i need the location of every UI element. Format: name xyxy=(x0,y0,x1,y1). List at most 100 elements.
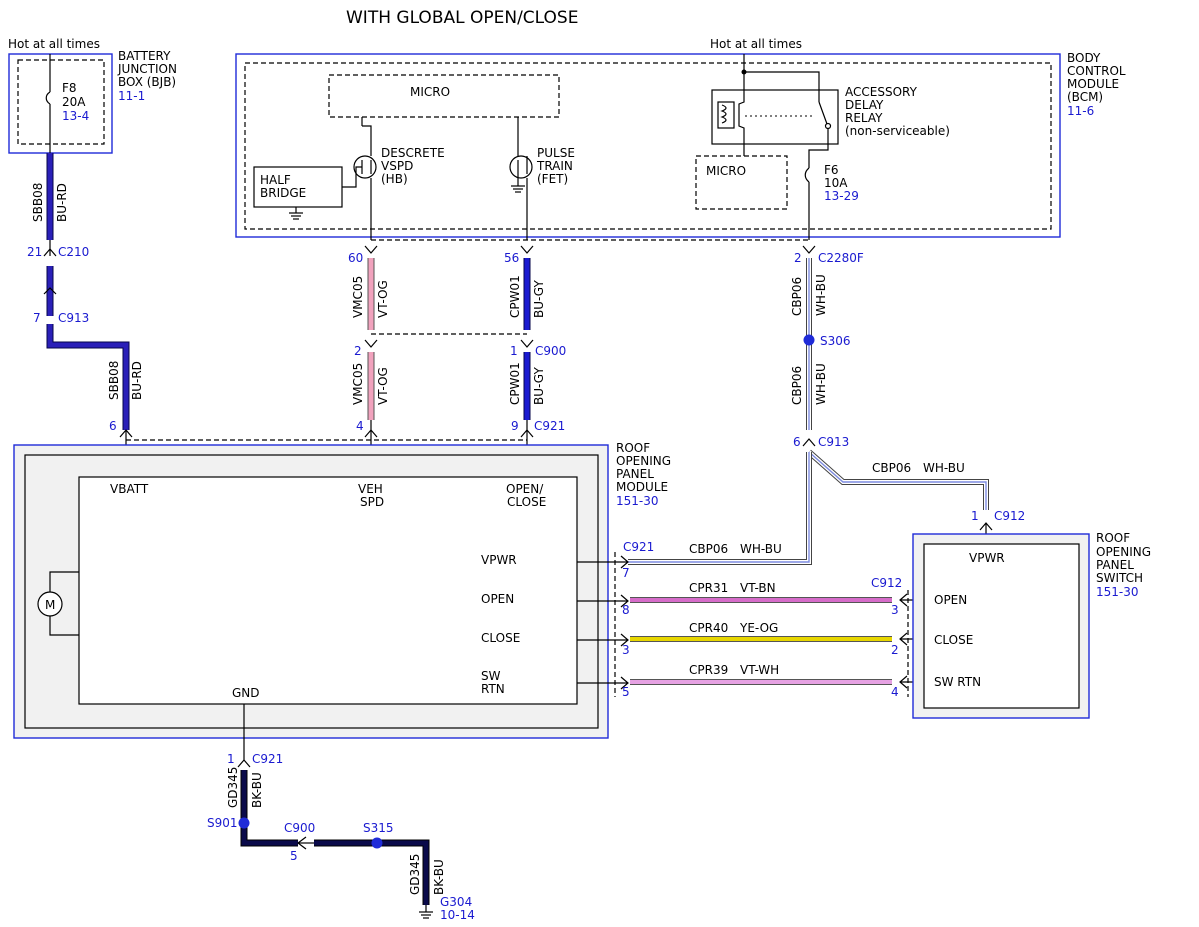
wire-cpr40-label: CPR40 xyxy=(689,621,728,635)
wire-gd345-label-a: GD345 xyxy=(226,767,240,808)
wire-cpr31-label: CPR31 xyxy=(689,581,728,595)
rops-vpwr: VPWR xyxy=(969,551,1005,565)
wire-bu-gy-label-b: BU-GY xyxy=(532,367,546,405)
bcm-micro-top xyxy=(328,74,560,118)
wire-wh-bu-label-a: WH-BU xyxy=(814,274,828,316)
pulse-label-2: TRAIN xyxy=(536,159,573,173)
c900-label: C900 xyxy=(535,344,566,358)
diagram-title: WITH GLOBAL OPEN/CLOSE xyxy=(346,8,578,28)
bjb-fuse-icon xyxy=(45,91,51,105)
bcm-box xyxy=(235,53,1061,238)
rop-ref: 151-30 xyxy=(616,494,659,508)
c913-b-pin: 6 xyxy=(793,435,801,449)
wire-cpr39-label: CPR39 xyxy=(689,663,728,677)
rops-name-1: ROOF xyxy=(1096,531,1130,545)
wire-sbb08-label-a: SBB08 xyxy=(31,183,45,222)
wire-cbp06-branch xyxy=(808,451,987,510)
relay-switch-icon xyxy=(818,101,828,125)
bjb-fuse-amps: 20A xyxy=(62,95,86,109)
descrete-label-1: DESCRETE xyxy=(381,146,445,160)
wire-wh-bu-label-c: WH-BU xyxy=(923,461,965,475)
wire-sbb08-label-b: SBB08 xyxy=(107,361,121,400)
relay-label-4: (non-serviceable) xyxy=(845,124,950,138)
rop-open: OPEN xyxy=(481,592,514,606)
c921-pin7: 7 xyxy=(622,566,630,580)
bcm-name-4: (BCM) xyxy=(1067,90,1103,104)
c921-pin4: 4 xyxy=(356,419,364,433)
rop-veh-spd-1: VEH xyxy=(358,482,383,496)
rop-name-4: MODULE xyxy=(616,480,668,494)
c900-pin5: 5 xyxy=(290,849,298,863)
g304-label: G304 xyxy=(440,895,472,909)
rops-ref: 151-30 xyxy=(1096,585,1139,599)
rop-veh-spd-2: SPD xyxy=(360,495,384,509)
wire-vmc05-label-b: VMC05 xyxy=(351,363,365,405)
c913-a-pin: 7 xyxy=(33,311,41,325)
c900-b-label: C900 xyxy=(284,821,315,835)
rop-open-close-1: OPEN/ xyxy=(506,482,544,496)
g304-ref: 10-14 xyxy=(440,908,475,922)
rop-module-panel xyxy=(78,476,578,705)
c912-b-label: C912 xyxy=(871,576,902,590)
wire-gd345-label-b: GD345 xyxy=(408,854,422,895)
c913-b-label: C913 xyxy=(818,435,849,449)
c921-c-label: C921 xyxy=(252,752,283,766)
connector-arrow-icon xyxy=(620,633,629,647)
splice-s306 xyxy=(803,334,815,346)
connector-arrow-icon xyxy=(364,245,378,254)
bjb-fuse-name: F8 xyxy=(62,81,77,95)
splice-s315 xyxy=(371,837,383,849)
wire-vmc05-label-a: VMC05 xyxy=(351,276,365,318)
pulse-label-1: PULSE xyxy=(537,146,575,160)
rop-close: CLOSE xyxy=(481,631,520,645)
bcm-fuse-ref: 13-29 xyxy=(824,189,859,203)
c921-pin1: 1 xyxy=(227,752,235,766)
pulse-transistor-icon xyxy=(509,155,533,179)
wire-cbp06-vpwr xyxy=(628,452,810,563)
rop-sw-rtn-2: RTN xyxy=(481,682,505,696)
pin56: 56 xyxy=(504,251,519,265)
connector-arrow-icon xyxy=(802,438,816,447)
bcm-hot-label: Hot at all times xyxy=(710,37,802,51)
motor-label: M xyxy=(45,598,55,612)
rop-name-2: OPENING xyxy=(616,454,671,468)
c2280f-label: C2280F xyxy=(818,251,864,265)
splice-s901 xyxy=(238,817,250,829)
rop-gnd: GND xyxy=(232,686,260,700)
c2280f-pin: 2 xyxy=(794,251,802,265)
relay-label-2: DELAY xyxy=(845,98,884,112)
half-bridge-label-2: BRIDGE xyxy=(260,186,306,200)
bcm-name-1: BODY xyxy=(1067,51,1101,65)
wire-gd345-a xyxy=(241,770,298,846)
c913-a-label: C913 xyxy=(58,311,89,325)
rops-name-2: OPENING xyxy=(1096,545,1151,559)
wire-bu-rd-label-a: BU-RD xyxy=(55,183,69,222)
pulse-label-3: (FET) xyxy=(537,172,568,186)
bcm-micro-bottom-label: MICRO xyxy=(706,164,746,178)
wire-cbp06-label-b: CBP06 xyxy=(790,366,804,405)
motor-icon xyxy=(37,591,63,617)
bjb-hot-label: Hot at all times xyxy=(8,37,100,51)
bcm-inner-dashed xyxy=(244,62,1052,230)
wire-bu-gy-label-a: BU-GY xyxy=(532,280,546,318)
wire-vt-og-label-b: VT-OG xyxy=(376,367,390,405)
bcm-name-3: MODULE xyxy=(1067,77,1119,91)
bcm-fuse-icon xyxy=(804,167,810,183)
bcm-fuse-name: F6 xyxy=(824,163,839,177)
c900-pin2: 2 xyxy=(354,344,362,358)
c912-pin2: 2 xyxy=(891,643,899,657)
bcm-micro-top-label: MICRO xyxy=(410,85,450,99)
c921-pin6: 6 xyxy=(109,419,117,433)
c921-pin3: 3 xyxy=(622,643,630,657)
relay-coil-icon xyxy=(717,101,735,129)
pin60: 60 xyxy=(348,251,363,265)
s315-label: S315 xyxy=(363,821,394,835)
bjb-inner-dashed xyxy=(17,59,105,145)
c921-b-label: C921 xyxy=(623,540,654,554)
wire-cbp06-label-d: CBP06 xyxy=(689,542,728,556)
connector-arrow-icon xyxy=(802,245,816,254)
bcm-name-2: CONTROL xyxy=(1067,64,1126,78)
s901-label: S901 xyxy=(207,816,238,830)
wire-vt-wh-label: VT-WH xyxy=(740,663,779,677)
